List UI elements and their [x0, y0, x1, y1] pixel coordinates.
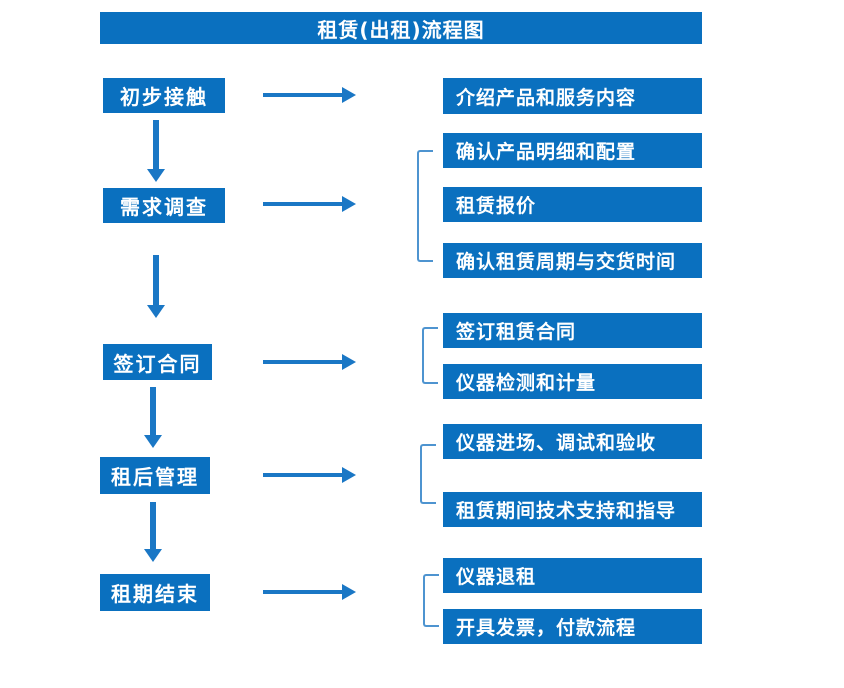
bracket-connector [422, 327, 438, 384]
bracket-connector [423, 574, 439, 627]
arrow-shaft [150, 502, 156, 550]
arrow-shaft [263, 202, 343, 206]
arrow-head [147, 169, 165, 182]
output-box-confirm-product-details: 确认产品明细和配置 [443, 133, 702, 168]
arrow-right-icon [263, 196, 356, 212]
arrow-head [342, 354, 356, 370]
output-box-invoice-payment-process: 开具发票，付款流程 [443, 609, 702, 644]
arrow-shaft [153, 120, 159, 170]
flowchart-title: 租赁(出租)流程图 [100, 12, 702, 44]
bracket-connector [420, 444, 436, 504]
arrow-right-icon [263, 467, 356, 483]
output-box-instrument-testing-metering: 仪器检测和计量 [443, 364, 702, 399]
arrow-head [147, 305, 165, 318]
arrow-shaft [153, 255, 159, 306]
arrow-shaft [263, 590, 343, 594]
arrow-head [144, 549, 162, 562]
arrow-down-icon [144, 387, 162, 448]
arrow-down-icon [147, 255, 165, 318]
arrow-head [342, 196, 356, 212]
bracket-connector [417, 150, 433, 262]
output-box-confirm-rental-period-delivery: 确认租赁周期与交货时间 [443, 243, 702, 278]
arrow-shaft [150, 387, 156, 436]
arrow-head [342, 467, 356, 483]
arrow-down-icon [147, 120, 165, 182]
step-box-initial-contact: 初步接触 [103, 78, 225, 113]
arrow-down-icon [144, 502, 162, 562]
output-box-sign-rental-contract: 签订租赁合同 [443, 313, 702, 348]
step-box-post-rental-management: 租后管理 [100, 457, 210, 494]
arrow-right-icon [263, 87, 356, 103]
arrow-head [342, 584, 356, 600]
arrow-right-icon [263, 584, 356, 600]
output-box-technical-support-guidance: 租赁期间技术支持和指导 [443, 492, 702, 527]
output-box-introduce-products-services: 介绍产品和服务内容 [443, 78, 702, 114]
arrow-shaft [263, 473, 343, 477]
arrow-shaft [263, 93, 343, 97]
output-box-rental-quote: 租赁报价 [443, 187, 702, 222]
arrow-head [342, 87, 356, 103]
step-box-demand-survey: 需求调查 [103, 188, 225, 223]
arrow-right-icon [263, 354, 356, 370]
output-box-instrument-return: 仪器退租 [443, 558, 702, 593]
output-box-instrument-setup-acceptance: 仪器进场、调试和验收 [443, 424, 702, 459]
arrow-head [144, 435, 162, 448]
step-box-lease-end: 租期结束 [100, 574, 210, 611]
arrow-shaft [263, 360, 343, 364]
step-box-sign-contract: 签订合同 [103, 344, 212, 380]
